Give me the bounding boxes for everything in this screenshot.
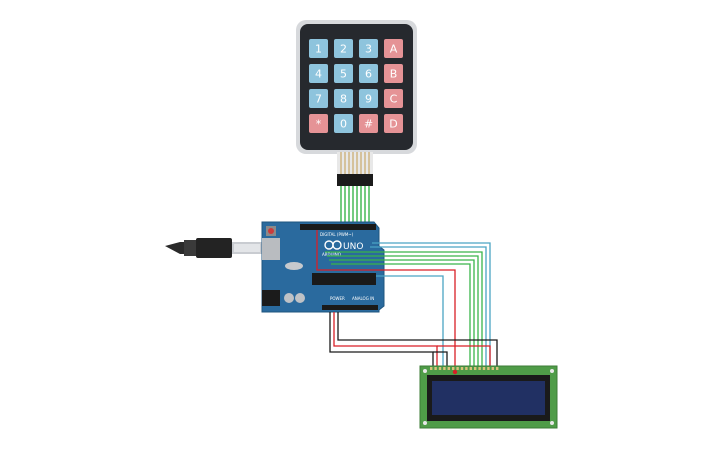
- keypad-key[interactable]: 5: [334, 64, 353, 83]
- lcd-pin: [469, 367, 472, 370]
- lcd-pin: [482, 367, 486, 370]
- keypad-key-label: 7: [315, 93, 322, 106]
- lcd-pin: [465, 367, 468, 370]
- keypad-key-cap: [309, 39, 328, 58]
- lcd-pin: [430, 367, 433, 370]
- keypad-key[interactable]: 4: [309, 64, 328, 83]
- lcd-pin: [478, 367, 481, 370]
- keypad-key-cap: [384, 114, 403, 133]
- capacitor: [295, 293, 305, 303]
- lcd-pin: [447, 367, 450, 370]
- keypad-key[interactable]: D: [384, 114, 403, 133]
- lcd-pin-header: [430, 367, 499, 370]
- keypad-key-label: #: [364, 118, 373, 131]
- power-analog-header: [322, 305, 378, 310]
- lcd-pin: [443, 367, 446, 370]
- keypad-key-label: 5: [340, 68, 347, 81]
- keypad-key-cap: [359, 39, 378, 58]
- keypad-key-label: B: [390, 68, 398, 81]
- keypad-key-cap: [334, 39, 353, 58]
- digital-header: [300, 224, 376, 230]
- keypad-key-label: 0: [340, 118, 347, 131]
- usb-cable: [165, 238, 262, 258]
- keypad-key[interactable]: 0: [334, 114, 353, 133]
- keypad-key-label: D: [389, 118, 397, 131]
- lcd-pin: [491, 367, 494, 370]
- keypad-key-cap: [384, 64, 403, 83]
- keypad-key-cap: [359, 114, 378, 133]
- lcd-pin: [460, 367, 464, 370]
- keypad-key-label: 2: [340, 43, 347, 56]
- keypad-key[interactable]: 8: [334, 89, 353, 108]
- keypad-key[interactable]: #: [359, 114, 378, 133]
- board-brand-label: ARDUINO: [322, 252, 341, 257]
- keypad-key[interactable]: *: [309, 114, 328, 133]
- keypad-key[interactable]: C: [384, 89, 403, 108]
- keypad-key-label: 3: [365, 43, 372, 56]
- keypad-key-label: *: [316, 118, 322, 131]
- keypad-key[interactable]: 6: [359, 64, 378, 83]
- keypad-key-cap: [359, 89, 378, 108]
- keypad-key[interactable]: 1: [309, 39, 328, 58]
- keypad-keys: 1 2 3 A 4 5 6 B 7 8 9 C * 0 # D: [309, 39, 403, 133]
- keypad-key-label: A: [390, 43, 398, 56]
- keypad-key-cap: [309, 114, 328, 133]
- keypad-key[interactable]: 9: [359, 89, 378, 108]
- keypad-key-cap: [384, 89, 403, 108]
- lcd-screen: [432, 381, 545, 415]
- lcd-pin: [452, 367, 455, 370]
- lcd-pin: [456, 367, 459, 370]
- keypad-key[interactable]: 2: [334, 39, 353, 58]
- analog-label: ANALOG IN: [352, 296, 374, 301]
- keypad-key-label: C: [390, 93, 398, 106]
- keypad-key-cap: [309, 64, 328, 83]
- digital-label: DIGITAL (PWM~): [320, 232, 354, 237]
- keypad-key-cap: [384, 39, 403, 58]
- power-jack: [262, 290, 280, 306]
- keypad[interactable]: 1 2 3 A 4 5 6 B 7 8 9 C * 0 # D: [296, 20, 417, 186]
- lcd-wires: [316, 230, 498, 372]
- keypad-key[interactable]: A: [384, 39, 403, 58]
- keypad-key-label: 4: [315, 68, 322, 81]
- keypad-key-cap: [309, 89, 328, 108]
- keypad-ribbon: [337, 152, 373, 186]
- keypad-key-cap: [334, 89, 353, 108]
- lcd-pin: [474, 367, 477, 370]
- keypad-key-label: 9: [365, 93, 372, 106]
- keypad-key[interactable]: 7: [309, 89, 328, 108]
- usb-jack: [262, 238, 280, 260]
- lcd-display[interactable]: [419, 365, 558, 429]
- arduino-board[interactable]: UNO ARDUINO DIGITAL (PWM~) POWER ANALOG …: [261, 221, 385, 313]
- crystal: [285, 262, 303, 270]
- atmega-chip: [312, 273, 376, 285]
- keypad-key[interactable]: 3: [359, 39, 378, 58]
- lcd-pin: [496, 367, 499, 370]
- keypad-key[interactable]: B: [384, 64, 403, 83]
- keypad-key-cap: [334, 64, 353, 83]
- keypad-key-cap: [359, 64, 378, 83]
- keypad-key-cap: [334, 114, 353, 133]
- lcd-pin: [434, 367, 437, 370]
- keypad-key-label: 6: [365, 68, 372, 81]
- arduino-logo-icon: [324, 240, 342, 250]
- lcd-pin: [438, 367, 442, 370]
- capacitor: [284, 293, 294, 303]
- power-label: POWER: [330, 296, 345, 301]
- keypad-key-label: 8: [340, 93, 347, 106]
- keypad-key-label: 1: [315, 43, 322, 56]
- board-model-label: UNO: [343, 242, 363, 252]
- lcd-pin: [487, 367, 490, 370]
